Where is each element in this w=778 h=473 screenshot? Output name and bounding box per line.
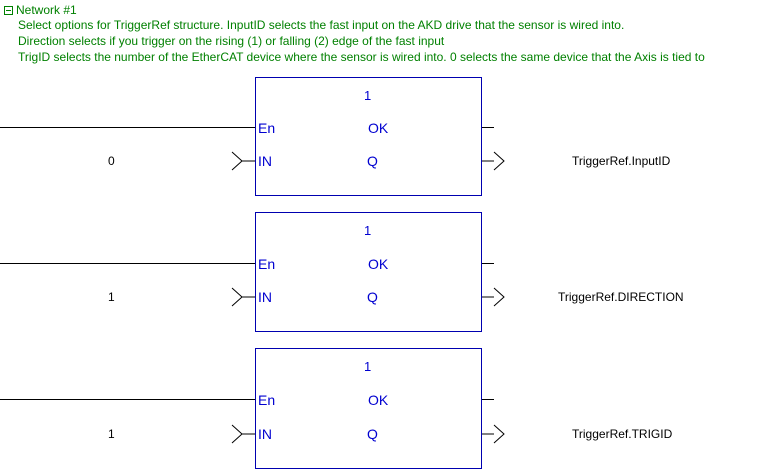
output-arrow-icon xyxy=(482,424,505,444)
q-pin-label: Q xyxy=(367,289,378,305)
network-header[interactable]: Network #1 xyxy=(4,2,77,18)
q-pin-label: Q xyxy=(367,426,378,442)
network-title: Network #1 xyxy=(16,3,77,17)
ok-pin-label: OK xyxy=(368,120,389,136)
ok-output-pin xyxy=(482,263,494,264)
block-body[interactable] xyxy=(255,77,482,196)
input-value[interactable]: 1 xyxy=(108,290,115,304)
ok-output-pin xyxy=(482,399,494,400)
block-body[interactable] xyxy=(255,212,482,332)
input-arrow-icon xyxy=(231,151,255,171)
en-wire xyxy=(0,127,255,128)
in-pin-label: IN xyxy=(258,426,272,442)
en-pin-label: En xyxy=(258,392,276,408)
ok-output-pin xyxy=(482,127,494,128)
block-number: 1 xyxy=(364,223,372,238)
ok-pin-label: OK xyxy=(368,256,389,272)
en-wire xyxy=(0,399,255,400)
output-arrow-icon xyxy=(482,151,505,171)
network-comment-line-2: Direction selects if you trigger on the … xyxy=(18,34,445,48)
block-number: 1 xyxy=(364,359,372,374)
in-pin-label: IN xyxy=(258,153,272,169)
en-pin-label: En xyxy=(258,120,276,136)
network-comment-line-3: TrigID selects the number of the EtherCA… xyxy=(18,50,705,64)
en-wire xyxy=(0,263,255,264)
input-arrow-icon xyxy=(231,424,255,444)
input-value[interactable]: 0 xyxy=(108,154,115,168)
en-pin-label: En xyxy=(258,256,276,272)
network-comment-line-1: Select options for TriggerRef structure.… xyxy=(18,18,625,32)
output-variable[interactable]: TriggerRef.TRIGID xyxy=(572,427,673,441)
in-pin-label: IN xyxy=(258,289,272,305)
collapse-minus-icon[interactable] xyxy=(4,5,13,15)
input-arrow-icon xyxy=(231,287,255,307)
ok-pin-label: OK xyxy=(368,392,389,408)
output-variable[interactable]: TriggerRef.InputID xyxy=(572,154,671,168)
input-value[interactable]: 1 xyxy=(108,427,115,441)
output-arrow-icon xyxy=(482,287,505,307)
block-body[interactable] xyxy=(255,348,482,469)
output-variable[interactable]: TriggerRef.DIRECTION xyxy=(558,290,684,304)
q-pin-label: Q xyxy=(367,153,378,169)
block-number: 1 xyxy=(364,88,372,103)
